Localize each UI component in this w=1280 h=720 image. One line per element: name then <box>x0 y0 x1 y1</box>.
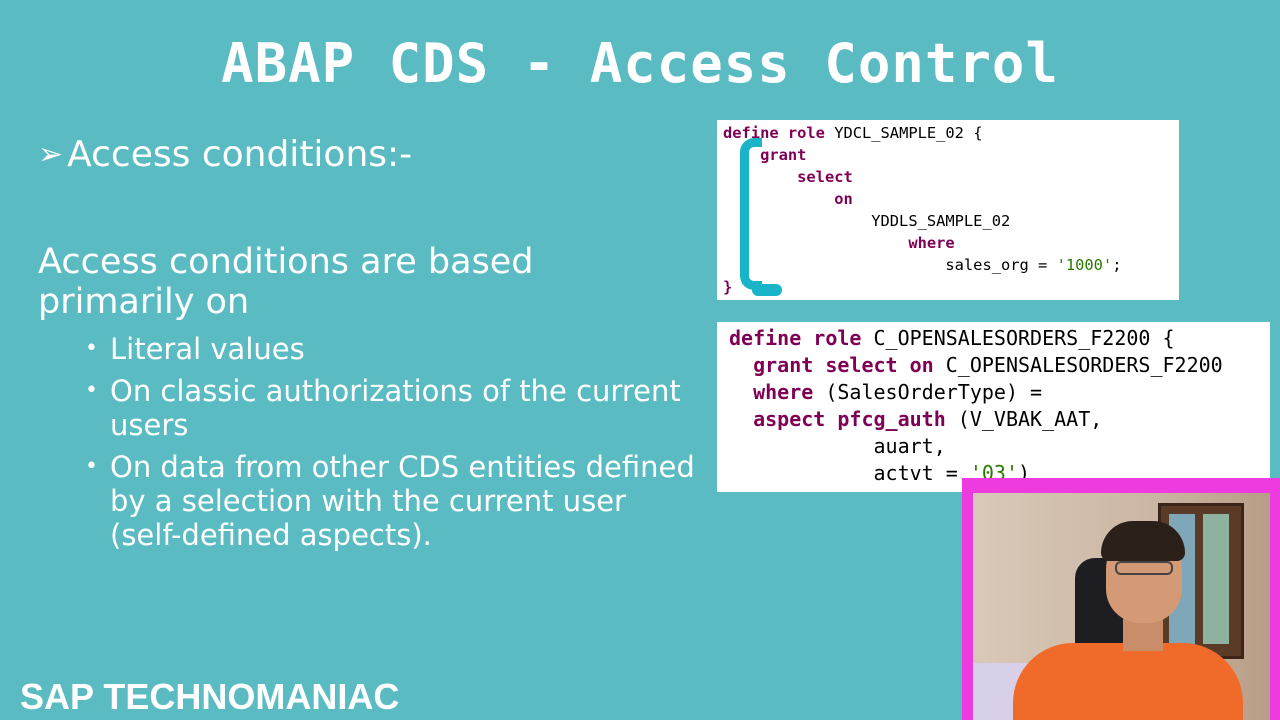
slide-title: ABAP CDS - Access Control <box>221 32 1059 95</box>
list-item-text: On classic authorizations of the current… <box>110 374 681 442</box>
code-line: where (SalesOrderType) = <box>753 380 1043 404</box>
code-listing: define role YDCL_SAMPLE_02 { grant selec… <box>723 122 1121 298</box>
intro-paragraph: Access conditions are based primarily on <box>38 242 534 322</box>
bullet-icon: • <box>85 454 98 479</box>
code-line: aspect pfcg_auth (V_VBAK_AAT, <box>753 407 1103 431</box>
list-item-text: On data from other CDS entities defined … <box>110 450 695 552</box>
code-snippet-ydcl-role: define role YDCL_SAMPLE_02 { grant selec… <box>717 120 1179 300</box>
presenter-shirt <box>1013 643 1243 720</box>
list-item: • On classic authorizations of the curren… <box>85 374 695 442</box>
list-item: • Literal values <box>85 332 695 366</box>
code-listing: define role C_OPENSALESORDERS_F2200 { gr… <box>729 325 1223 487</box>
heading-text: Access conditions:- <box>67 134 413 175</box>
condition-list: • Literal values • On classic authorizatio… <box>85 332 695 560</box>
highlight-bracket <box>740 138 762 290</box>
cabinet-glass-right <box>1203 514 1229 644</box>
presenter-webcam-overlay <box>962 478 1280 720</box>
list-item-text: Literal values <box>110 332 305 366</box>
code-line: sales_org = '1000'; <box>723 256 1122 274</box>
code-line: grant select on C_OPENSALESORDERS_F2200 <box>753 353 1223 377</box>
code-line: select <box>797 168 853 186</box>
presenter-hair <box>1101 521 1185 561</box>
code-line: where <box>908 234 955 252</box>
code-line: } <box>723 278 733 296</box>
list-item: • On data from other CDS entities defined… <box>85 450 695 552</box>
bullet-icon: • <box>85 336 98 361</box>
code-snippet-opensalesorders-role: define role C_OPENSALESORDERS_F2200 { gr… <box>717 322 1270 492</box>
code-line: grant <box>760 146 807 164</box>
code-line: define role C_OPENSALESORDERS_F2200 { <box>729 326 1175 350</box>
code-line: define role YDCL_SAMPLE_02 { <box>723 124 983 142</box>
arrow-bullet-icon: ➢ <box>38 137 64 172</box>
presenter-glasses <box>1115 561 1173 575</box>
code-line: YDDLS_SAMPLE_02 <box>723 212 1011 230</box>
code-line: actvt = '03') <box>729 461 1031 485</box>
webcam-video <box>973 493 1270 720</box>
highlight-bracket-foot <box>752 284 782 296</box>
bullet-icon: • <box>85 378 98 403</box>
code-line: auart, <box>729 434 946 458</box>
code-line: on <box>834 190 853 208</box>
access-conditions-heading: ➢ Access conditions:- <box>38 134 412 175</box>
channel-brand: SAP TECHNOMANIAC <box>20 676 400 717</box>
